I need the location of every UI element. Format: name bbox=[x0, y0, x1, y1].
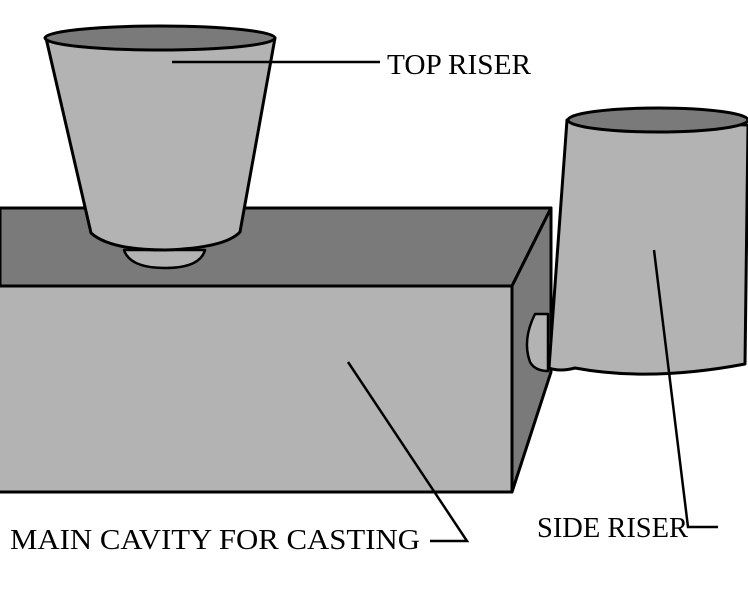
side-riser-opening bbox=[566, 106, 748, 134]
top-riser-neck bbox=[122, 248, 207, 270]
main-cavity-box bbox=[0, 206, 553, 494]
main-cavity-leader bbox=[346, 361, 470, 543]
top-riser-label: TOP RISER bbox=[387, 49, 532, 81]
side-riser-body bbox=[547, 118, 748, 376]
side-riser bbox=[525, 106, 748, 376]
side-riser-connector bbox=[525, 312, 550, 373]
side-riser-label: SIDE RISER bbox=[537, 512, 689, 544]
top-riser-body bbox=[44, 36, 277, 252]
box-front-face bbox=[0, 284, 514, 494]
top-riser bbox=[43, 24, 277, 270]
box-top-face bbox=[0, 206, 553, 288]
main-cavity-label: MAIN CAVITY FOR CASTING bbox=[10, 524, 420, 556]
side-riser-leader bbox=[652, 249, 718, 529]
top-riser-opening bbox=[43, 24, 277, 52]
